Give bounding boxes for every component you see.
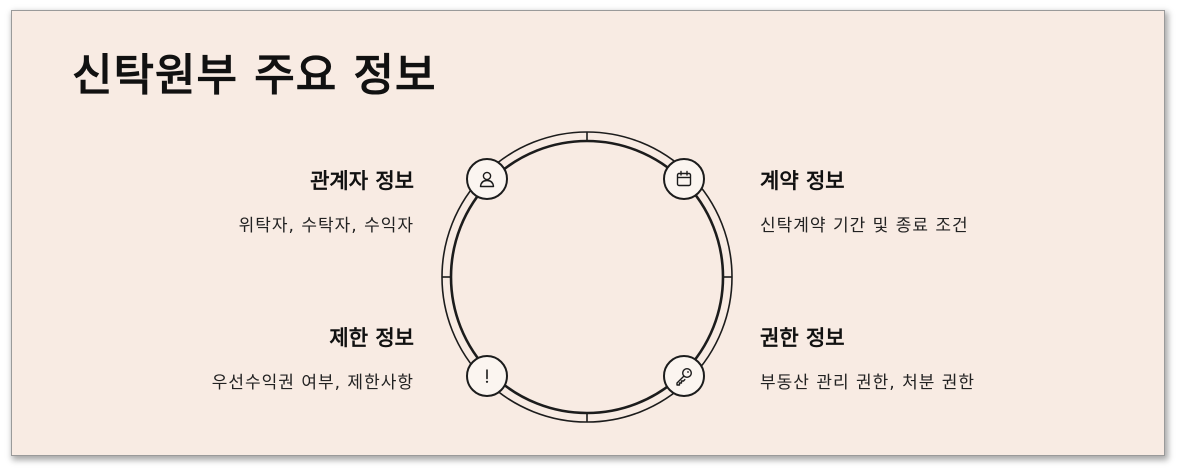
person-icon <box>466 158 512 204</box>
contract-description: 신탁계약 기간 및 종료 조건 <box>760 216 969 236</box>
contract-heading: 계약 정보 <box>760 169 845 193</box>
contract-section: 계약 정보 신탁계약 기간 및 종료 조건 <box>760 165 1060 236</box>
restrictions-description: 우선수익권 여부, 제한사항 <box>211 373 414 393</box>
restrictions-heading: 제한 정보 <box>329 326 414 350</box>
calendar-icon <box>663 158 709 204</box>
key-icon <box>663 355 709 401</box>
exclamation-icon <box>466 355 512 401</box>
restrictions-section: 제한 정보 우선수익권 여부, 제한사항 <box>114 322 414 393</box>
cycle-ring <box>441 131 733 423</box>
rights-description: 부동산 관리 권한, 처분 권한 <box>760 373 976 393</box>
parties-description: 위탁자, 수탁자, 수익자 <box>238 216 414 236</box>
parties-section: 관계자 정보 위탁자, 수탁자, 수익자 <box>114 165 414 236</box>
diagram-canvas: 신탁원부 주요 정보 <box>12 11 1164 455</box>
page-title: 신탁원부 주요 정보 <box>72 50 437 101</box>
rights-heading: 권한 정보 <box>760 326 845 350</box>
parties-heading: 관계자 정보 <box>310 169 414 193</box>
rights-section: 권한 정보 부동산 관리 권한, 처분 권한 <box>760 322 1060 393</box>
